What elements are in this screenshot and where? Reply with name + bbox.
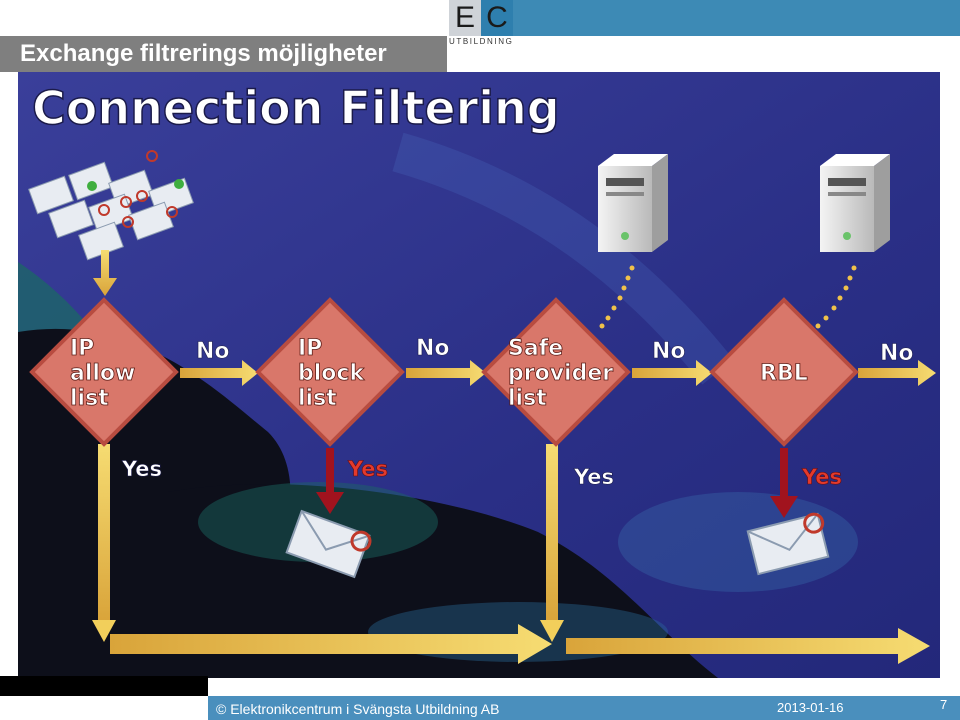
edge-label-no: No <box>416 336 450 361</box>
diagram-heading: Connection Filtering <box>32 81 560 135</box>
node-label: Safe <box>508 336 563 361</box>
edge-label-yes-red: Yes <box>347 457 388 481</box>
envelope-stack-icon <box>28 150 194 261</box>
edge-label-no: No <box>880 341 914 366</box>
edge-label-yes-red: Yes <box>801 465 842 489</box>
yes-line-1 <box>98 444 110 622</box>
red-arrow-rbl <box>770 448 798 518</box>
edge-label-no: No <box>196 339 230 364</box>
title-bar <box>0 36 447 72</box>
dotted-connector <box>815 265 857 329</box>
no-arrow-2 <box>406 360 486 386</box>
server-icon <box>820 154 890 252</box>
node-label: IP <box>70 336 94 361</box>
footer-copyright: © Elektronikcentrum i Svängsta Utbildnin… <box>216 701 500 717</box>
node-label: provider <box>508 361 613 386</box>
node-label: IP <box>298 336 322 361</box>
node-label: list <box>70 386 109 411</box>
yes-line-3 <box>546 444 558 622</box>
page-number: 7 <box>940 697 948 712</box>
logo-subtitle: UTBILDNING <box>449 37 514 46</box>
footer-date: 2013-01-16 <box>777 700 844 715</box>
bottom-arrow-2 <box>566 628 930 664</box>
edge-label-yes: Yes <box>573 465 614 489</box>
blocked-envelope-icon <box>285 509 372 579</box>
footer-bar <box>208 696 960 720</box>
edge-label-yes: Yes <box>121 457 162 481</box>
no-arrow-4 <box>858 360 936 386</box>
dotted-connector <box>599 265 635 329</box>
node-label: block <box>298 361 365 386</box>
arrow-start-down <box>93 250 117 296</box>
bottom-arrow-1 <box>110 624 552 664</box>
edge-label-no: No <box>652 339 686 364</box>
decision-ip-allow-list: IP allow list <box>29 297 179 447</box>
no-arrow-1 <box>180 360 258 386</box>
node-label: allow <box>70 361 135 386</box>
logo-letter-e: E <box>449 0 481 36</box>
node-label: list <box>508 386 547 411</box>
blocked-envelope-icon <box>746 512 830 576</box>
red-arrow-block <box>316 448 344 514</box>
connection-filtering-diagram: Connection Filtering <box>18 72 940 678</box>
decision-ip-block-list: IP block list <box>255 297 405 447</box>
server-icon <box>598 154 668 252</box>
slide-title: Exchange filtrerings möjligheter <box>20 40 387 67</box>
no-arrow-3 <box>632 360 712 386</box>
decision-rbl: RBL <box>709 297 859 447</box>
decision-safe-provider-list: Safe provider list <box>481 297 631 447</box>
node-label: RBL <box>760 361 808 386</box>
logo-letter-c: C <box>481 0 513 36</box>
top-accent-bar <box>512 0 960 36</box>
ec-logo: E C UTBILDNING <box>447 0 514 48</box>
node-label: list <box>298 386 337 411</box>
footer-left-block <box>0 676 208 696</box>
